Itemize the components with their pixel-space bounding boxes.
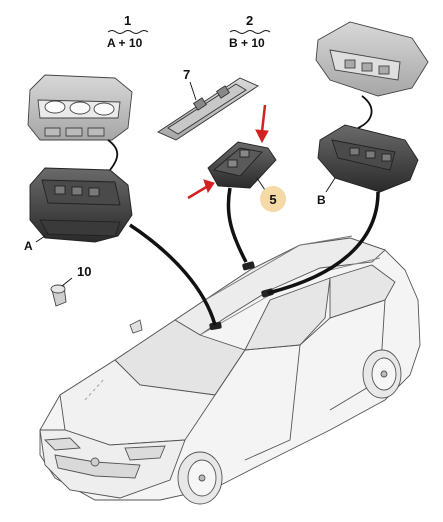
red-arrows [187,104,269,200]
arrow-right-icon [187,179,215,200]
part-5-label: 5 [269,192,277,207]
reference-2-number: 2 [246,13,254,28]
reference-1-number: 1 [124,13,132,28]
reference-2-parts: B + 10 [229,36,265,50]
rear-light-cover [315,21,429,97]
assembly-b-label: B [317,193,326,207]
reference-waves [107,30,271,34]
arrow-down-icon [255,104,269,144]
front-light-housing-a [29,167,133,243]
rear-light-housing-b [317,124,419,193]
front-light-cover [27,74,133,141]
reference-1-parts: A + 10 [107,36,143,50]
part-10-label: 10 [77,264,92,279]
assembly-a-label: A [24,239,33,253]
part-7-label: 7 [183,67,191,82]
part-5-callout: 5 [260,186,286,212]
bulb-10 [50,284,67,307]
car-illustration [39,235,421,505]
dome-light-strip [157,77,259,141]
leader-lines [35,81,380,326]
light-module-5 [207,141,277,189]
